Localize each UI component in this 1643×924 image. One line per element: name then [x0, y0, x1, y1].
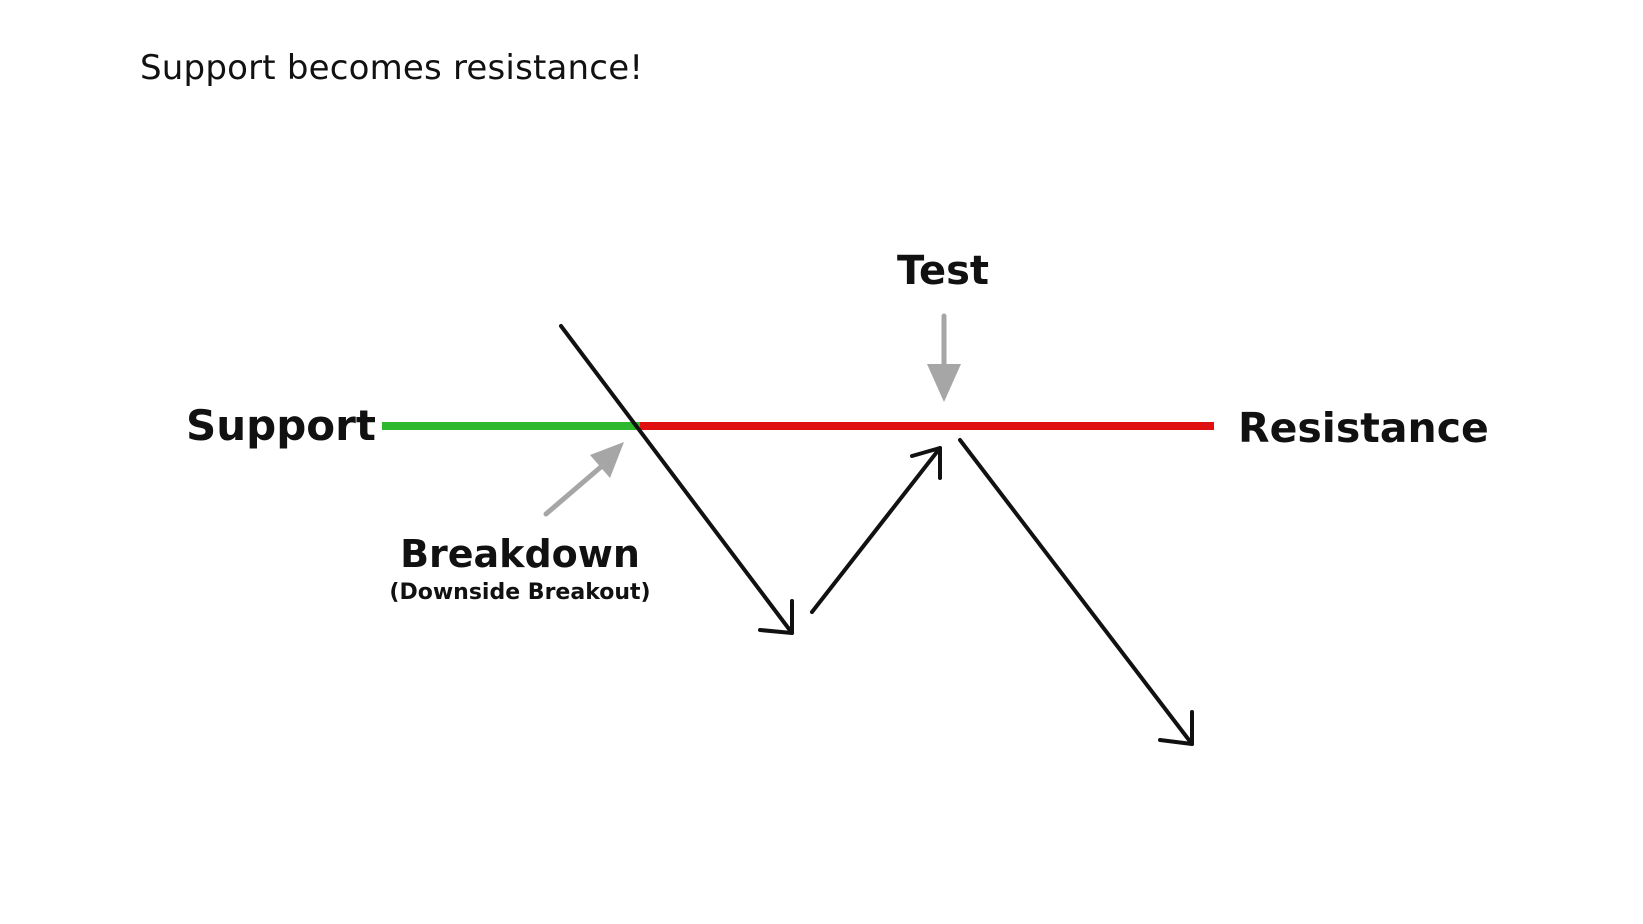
price-arrow-decline	[958, 438, 1194, 746]
slide-title: Support becomes resistance!	[140, 48, 644, 88]
price-arrow-breakdown	[559, 324, 794, 635]
price-arrow-retest	[810, 446, 942, 614]
breakdown-sublabel: (Downside Breakout)	[389, 580, 650, 605]
test-label: Test	[897, 248, 989, 294]
support-label: Support	[186, 401, 376, 450]
test-pointer-arrow	[927, 313, 961, 402]
breakdown-label: Breakdown	[400, 532, 640, 576]
resistance-label: Resistance	[1238, 404, 1489, 452]
breakdown-pointer-arrow	[543, 442, 624, 517]
